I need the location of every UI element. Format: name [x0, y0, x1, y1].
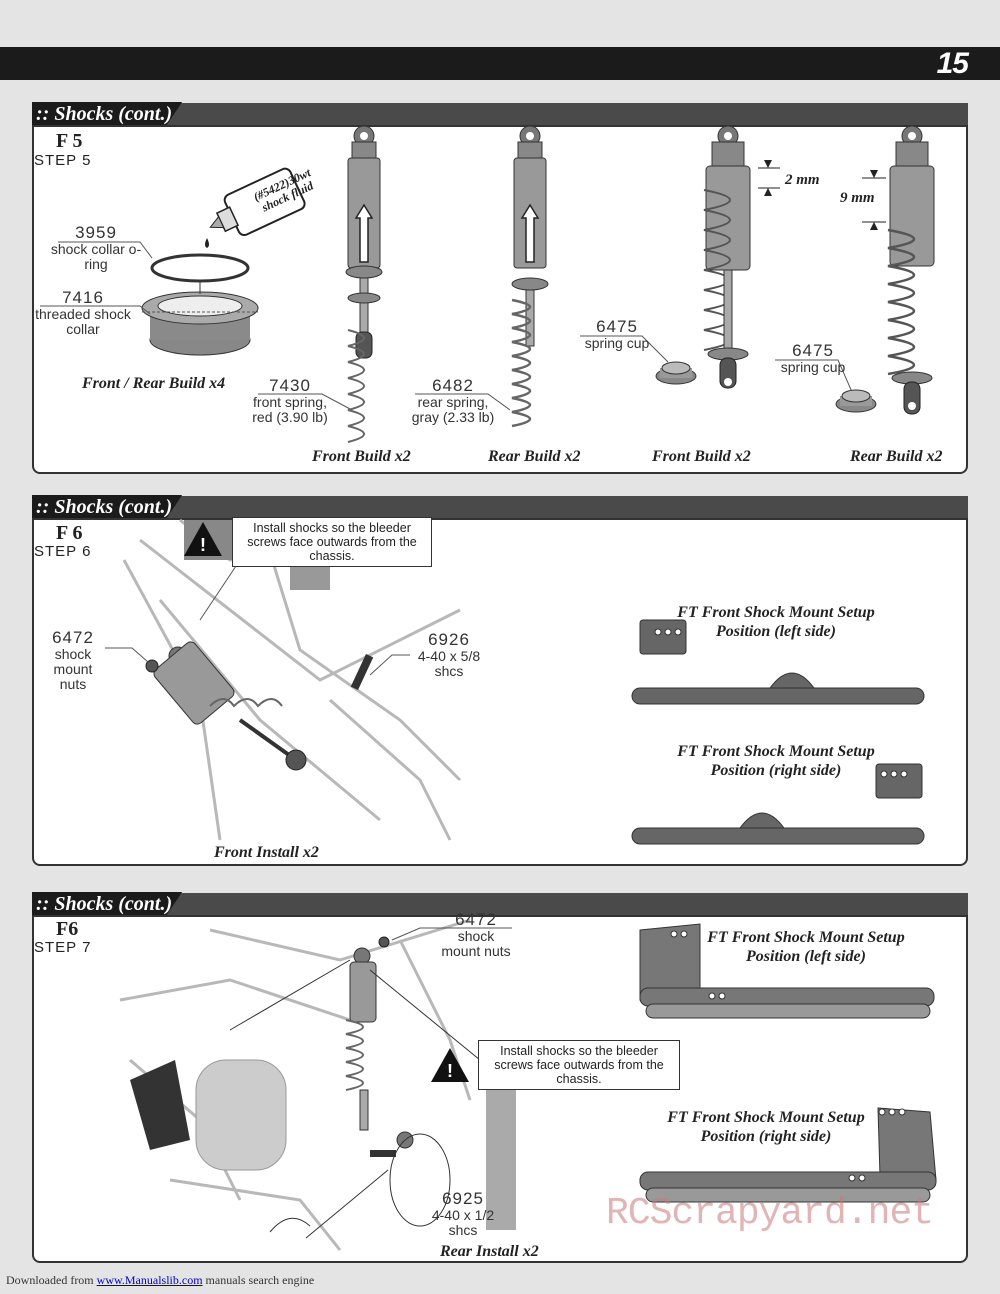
header-bar	[0, 47, 1000, 80]
part-desc: rear spring, gray (2.33 lb)	[411, 394, 495, 425]
caption-rear-build: Rear Build x2	[488, 448, 581, 465]
step-label: STEP 6	[34, 543, 92, 560]
caption-rear-install: Rear Install x2	[440, 1243, 539, 1260]
threaded-shock-collar	[141, 291, 259, 356]
shock-front-exploded	[345, 125, 383, 443]
part-desc: spring cup	[584, 335, 650, 351]
footer: Downloaded from www.Manualslib.com manua…	[6, 1273, 314, 1288]
part-7416: 7416 threaded shock collar	[34, 289, 132, 337]
shock-fluid-bottle	[209, 167, 306, 237]
section-title: :: Shocks (cont.)	[32, 892, 182, 916]
part-7430: 7430 front spring, red (3.90 lb)	[248, 377, 332, 425]
caption-rear-build: Rear Build x2	[850, 448, 943, 465]
part-desc: spring cup	[780, 359, 846, 375]
part-number: 7430	[269, 376, 311, 395]
section-header-bar	[32, 893, 968, 915]
part-3959: 3959 shock collar o-ring	[46, 224, 146, 272]
part-6472: 6472 shock mount nuts	[40, 629, 106, 692]
caption-front-build: Front Build x2	[652, 448, 751, 465]
caption-front-rear-build: Front / Rear Build x4	[82, 375, 226, 392]
part-desc: shock mount nuts	[441, 928, 511, 959]
part-desc: 4-40 x 5/8 shcs	[417, 648, 481, 679]
part-6472: 6472 shock mount nuts	[440, 911, 512, 959]
page-number: 15	[936, 47, 969, 80]
part-desc: threaded shock collar	[35, 306, 131, 337]
part-number: 6926	[428, 630, 470, 649]
warning-note: Install shocks so the bleeder screws fac…	[232, 517, 432, 567]
part-6482: 6482 rear spring, gray (2.33 lb)	[404, 377, 502, 425]
mount-caption-left: FT Front Shock Mount Setup Position (lef…	[707, 929, 905, 965]
step-label: STEP 7	[34, 939, 92, 956]
mount-caption-right: FT Front Shock Mount Setup Position (rig…	[677, 743, 875, 779]
spring-cup-rear	[835, 389, 877, 413]
mount-caption-left: FT Front Shock Mount Setup Position (lef…	[677, 604, 875, 640]
step-id: F 5	[56, 130, 83, 152]
caption-front-build: Front Build x2	[312, 448, 411, 465]
part-6475-rear: 6475 spring cup	[770, 342, 856, 375]
shock-mount-3d-left	[639, 923, 935, 1019]
mount-caption-right: FT Front Shock Mount Setup Position (rig…	[667, 1109, 865, 1145]
shock-mount-3d-right	[639, 1107, 937, 1203]
shock-mount-right	[631, 763, 925, 845]
part-desc: 4-40 x 1/2 shcs	[431, 1207, 495, 1238]
shock-mount-left	[631, 619, 925, 705]
part-desc: shock collar o-ring	[50, 241, 142, 272]
dim-2mm: 2 mm	[785, 172, 820, 188]
watermark: RCScrapyard.net	[606, 1192, 934, 1235]
svg-text:!: !	[200, 535, 206, 555]
section-header-bar	[32, 496, 968, 518]
part-number: 6472	[52, 628, 94, 647]
warning-note: Install shocks so the bleeder screws fac…	[478, 1040, 680, 1090]
part-desc: front spring, red (3.90 lb)	[252, 394, 328, 425]
step-label: STEP 5	[34, 152, 92, 169]
shock-front-built	[703, 125, 751, 389]
footer-prefix: Downloaded from	[6, 1273, 97, 1287]
part-number: 7416	[62, 288, 104, 307]
part-number: 6475	[792, 341, 834, 360]
part-number: 3959	[75, 223, 117, 242]
section-title: :: Shocks (cont.)	[32, 495, 182, 519]
manualslib-link[interactable]: www.Manualslib.com	[96, 1273, 203, 1287]
footer-suffix: manuals search engine	[202, 1273, 315, 1287]
installed-shock	[153, 641, 307, 771]
part-number: 6475	[596, 317, 638, 336]
step-id: F6	[56, 918, 79, 940]
caption-front-install: Front Install x2	[214, 844, 319, 861]
chassis-bracket	[130, 1060, 190, 1150]
shock-rear-built	[887, 125, 935, 415]
spring-cup-front	[655, 361, 697, 385]
part-number: 6472	[455, 910, 497, 929]
dim-9mm: 9 mm	[840, 190, 875, 206]
svg-text:!: !	[447, 1061, 453, 1081]
part-6475-front: 6475 spring cup	[574, 318, 660, 351]
section-title: :: Shocks (cont.)	[32, 102, 182, 126]
part-6925: 6925 4-40 x 1/2 shcs	[420, 1190, 506, 1238]
part-desc: shock mount nuts	[53, 646, 93, 692]
part-6926: 6926 4-40 x 5/8 shcs	[404, 631, 494, 679]
part-number: 6925	[442, 1189, 484, 1208]
part-number: 6482	[432, 376, 474, 395]
shock-rear-exploded	[511, 125, 549, 428]
section-header-bar	[32, 103, 968, 125]
step-id: F 6	[56, 522, 83, 544]
